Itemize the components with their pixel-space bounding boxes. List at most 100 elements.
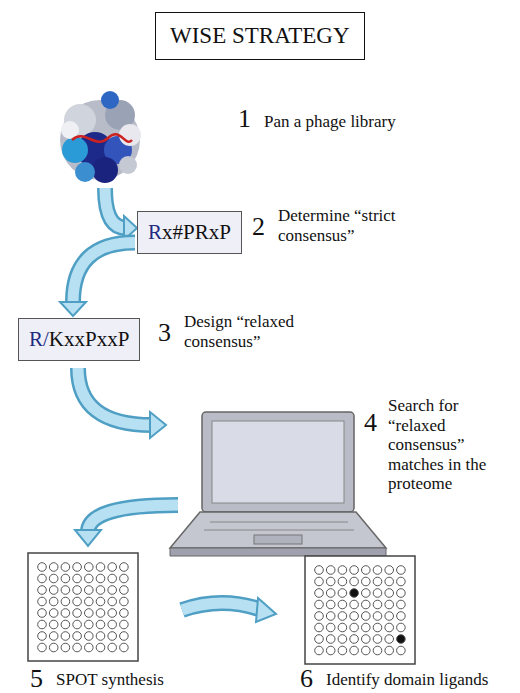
spot <box>73 586 82 595</box>
step-label: Determine “strict consensus” <box>278 206 408 245</box>
spot <box>49 632 58 641</box>
spot <box>108 574 117 583</box>
spot <box>96 643 105 652</box>
step-label: Design “relaxed consensus” <box>184 312 304 351</box>
spot <box>338 589 347 598</box>
spot <box>96 574 105 583</box>
spot <box>120 609 129 618</box>
title-box: WISE STRATEGY <box>155 12 365 60</box>
spot <box>73 620 82 629</box>
spot <box>49 609 58 618</box>
spot <box>315 612 324 621</box>
spot <box>385 566 394 575</box>
step-label: Pan a phage library <box>264 112 396 132</box>
spot <box>397 623 406 632</box>
spot <box>38 563 47 572</box>
spot <box>61 620 70 629</box>
spot <box>385 646 394 655</box>
spot <box>362 635 371 644</box>
spot <box>73 574 82 583</box>
spot <box>120 586 129 595</box>
spot <box>326 566 335 575</box>
spot <box>85 563 94 572</box>
spot <box>73 609 82 618</box>
spot <box>373 623 382 632</box>
spot <box>120 574 129 583</box>
spot <box>338 646 347 655</box>
spot <box>85 632 94 641</box>
sequence-text: Rx#PRxP <box>148 220 231 245</box>
spot <box>338 577 347 586</box>
spot <box>96 586 105 595</box>
spot <box>373 600 382 609</box>
spot <box>397 577 406 586</box>
spot <box>73 643 82 652</box>
spot <box>373 635 382 644</box>
spot <box>326 612 335 621</box>
spot <box>38 632 47 641</box>
spot <box>96 563 105 572</box>
spot <box>49 574 58 583</box>
spot <box>397 589 406 598</box>
protein-illustration <box>60 91 141 183</box>
spot <box>326 577 335 586</box>
spot <box>373 612 382 621</box>
spot <box>38 574 47 583</box>
spot <box>338 566 347 575</box>
spot <box>120 563 129 572</box>
spot <box>73 632 82 641</box>
spot <box>96 609 105 618</box>
spot <box>373 589 382 598</box>
spot <box>85 620 94 629</box>
spot <box>350 635 359 644</box>
spot <box>120 597 129 606</box>
spot <box>108 563 117 572</box>
spot <box>315 589 324 598</box>
spot <box>61 586 70 595</box>
spot <box>61 609 70 618</box>
spot <box>362 577 371 586</box>
spot <box>38 609 47 618</box>
step-label: Identify domain ligands <box>326 670 488 690</box>
flow-arrow <box>105 188 137 240</box>
spot <box>38 620 47 629</box>
spot <box>73 597 82 606</box>
spot <box>108 586 117 595</box>
spot <box>326 600 335 609</box>
step-label: Search for “relaxed consensus” matches i… <box>388 396 514 494</box>
spot <box>85 643 94 652</box>
step-number: 2 <box>252 212 265 242</box>
spot <box>350 600 359 609</box>
spot <box>326 635 335 644</box>
spot <box>397 635 406 644</box>
spot <box>96 620 105 629</box>
spot <box>108 609 117 618</box>
spot <box>61 643 70 652</box>
spot <box>385 612 394 621</box>
spot <box>61 632 70 641</box>
spot <box>326 646 335 655</box>
step-number: 4 <box>364 408 377 438</box>
spot <box>96 597 105 606</box>
spot <box>338 612 347 621</box>
spot <box>315 635 324 644</box>
spot <box>85 609 94 618</box>
spot <box>73 563 82 572</box>
spot <box>385 577 394 586</box>
spot <box>350 646 359 655</box>
spot <box>350 623 359 632</box>
sequence-box: R/KxxPxxP <box>18 318 140 361</box>
spot <box>38 586 47 595</box>
spot <box>85 597 94 606</box>
spot <box>49 563 58 572</box>
flow-arrow <box>78 368 166 438</box>
spot <box>362 600 371 609</box>
spot <box>120 620 129 629</box>
spot-array <box>28 553 138 661</box>
spot <box>373 646 382 655</box>
spot <box>85 586 94 595</box>
spot <box>315 600 324 609</box>
spot <box>49 597 58 606</box>
spot <box>108 632 117 641</box>
spot <box>96 632 105 641</box>
